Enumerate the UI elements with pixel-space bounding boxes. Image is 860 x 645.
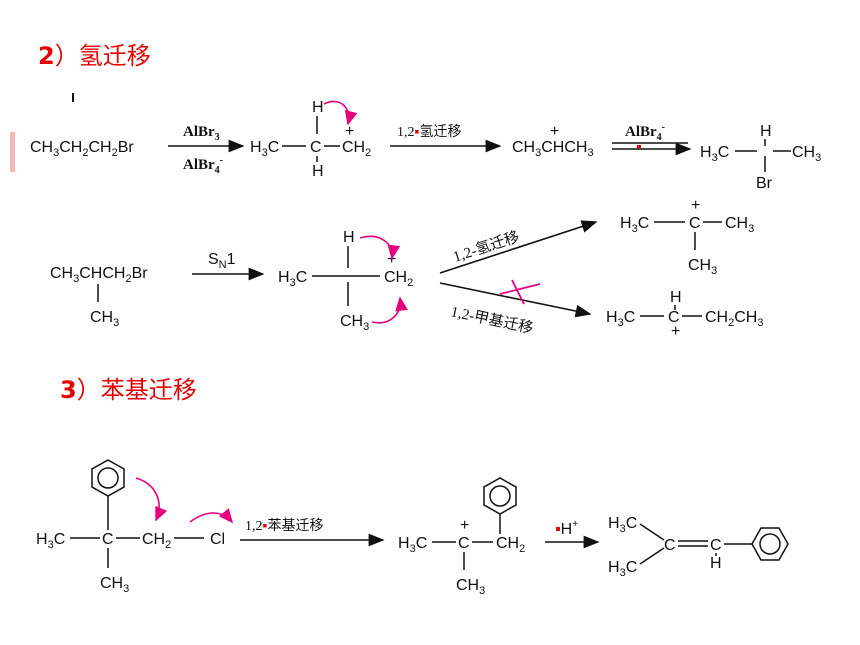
svg-text:CH3: CH3 [340,313,369,333]
row1-cation: CH3CHCH3 [512,139,594,159]
benzene-ring [91,459,125,497]
red-dot [637,145,641,148]
section-number: 3 [60,376,77,404]
svg-text:H: H [670,289,682,306]
section-title: 氢迁移 [78,42,151,70]
svg-text:Cl: Cl [210,531,225,548]
svg-text:H3C: H3C [606,309,635,329]
row1-reagent-eq: AlBr4- [625,122,665,143]
svg-text:C: C [689,215,701,232]
svg-text:CH3: CH3 [792,144,821,164]
row2-reaction: CH3CHCH2Br CH3 SN1 H H3C CH2 + CH3 1,2-氢… [50,197,763,340]
svg-text:H3C: H3C [608,559,637,579]
row1-reaction: CH3CH2CH2Br AlBr3 AlBr4- H H3C C CH2 + H… [30,99,821,192]
svg-text:CH2: CH2 [142,531,171,551]
row1-reagent-bottom: AlBr4- [183,155,223,176]
section-paren: ） [54,42,79,70]
atom-h-top: H [312,99,324,116]
curly-arrow-phenyl [135,477,168,522]
svg-text:H: H [710,555,722,572]
svg-text:Br: Br [756,175,773,192]
row3-reaction: H3C C CH2 Cl CH3 1,2▪苯基迁移 H3C C [36,459,789,597]
row3-reagent: ▪H+ [555,519,578,538]
curly-arrow-top [359,235,401,260]
curly-arrow-bottom [371,296,408,324]
row2-arrow-bottom [439,282,592,318]
svg-text:CH2: CH2 [384,269,413,289]
curly-arrow [323,100,358,126]
section-heading-phenyl: 3）苯基迁移 [60,370,197,405]
benzene-ring [483,477,517,515]
section-number: 2 [38,42,55,70]
row1-intermediate: H H3C C CH2 + H [250,99,371,180]
atom-c: C [310,139,322,156]
row3-shift-label: 1,2▪苯基迁移 [245,517,323,534]
svg-text:CH2CH3: CH2CH3 [705,309,763,329]
row1-product: H H3C CH3 Br [700,123,821,192]
artifact-bar [10,132,15,172]
svg-text:+: + [671,323,680,340]
svg-text:CH3: CH3 [688,257,717,277]
row3-intermediate: H3C C + CH2 CH3 [398,477,525,597]
svg-text:C: C [102,531,114,548]
svg-text:CH3: CH3 [100,575,129,595]
svg-text:C: C [668,309,680,326]
svg-text:+: + [460,517,469,534]
svg-text:H3C: H3C [620,215,649,235]
row2-arrow-top [439,220,598,274]
row2-product-top: H3C C + CH3 CH3 [620,197,754,277]
benzene-ring [751,527,789,561]
row1-shift-label: 1,2▪氢迁移 [397,124,461,140]
svg-text:H3C: H3C [398,535,427,555]
row2-intermediate: H H3C CH2 + CH3 [278,229,413,333]
svg-text:CH3: CH3 [725,215,754,235]
row2-path-bottom-label: 1,2-甲基迁移 [449,303,534,337]
svg-text:+: + [691,197,700,214]
row2-path-top-label: 1,2-氢迁移 [451,228,522,265]
row3-product: H3C H3C C C H [608,515,789,579]
svg-text:C: C [710,537,722,554]
charge-plus: + [345,123,354,140]
row1-reagent-top: AlBr3 [183,124,220,143]
svg-text:CH2: CH2 [342,139,371,159]
svg-text:H: H [343,229,355,246]
svg-text:CH3: CH3 [456,577,485,597]
svg-text:H3C: H3C [250,139,279,159]
cross-mark [499,279,541,305]
svg-text:CH3: CH3 [90,309,119,329]
svg-text:C: C [458,535,470,552]
svg-text:CH2: CH2 [496,535,525,555]
svg-text:H3C: H3C [608,515,637,535]
svg-text:H3C: H3C [278,269,307,289]
section-heading-hydrogen: 2）氢迁移 [38,36,151,71]
svg-text:C: C [664,537,676,554]
row1-reactant: CH3CH2CH2Br [30,139,134,159]
curly-arrow-cl [189,508,234,524]
svg-text:H: H [760,123,772,140]
section-paren: ） [76,376,101,404]
artifact-mark [72,93,74,102]
svg-text:H3C: H3C [36,531,65,551]
row3-reactant: H3C C CH2 Cl CH3 [36,459,234,595]
svg-text:H3C: H3C [700,144,729,164]
row1-cation-charge: + [550,123,559,140]
row2-reactant: CH3CHCH2Br [50,265,148,285]
section-title: 苯基迁移 [100,376,197,404]
atom-h-bottom: H [312,163,324,180]
row2-product-bottom: H H3C C + CH2CH3 [606,289,763,340]
row2-reagent: SN1 [208,251,236,271]
